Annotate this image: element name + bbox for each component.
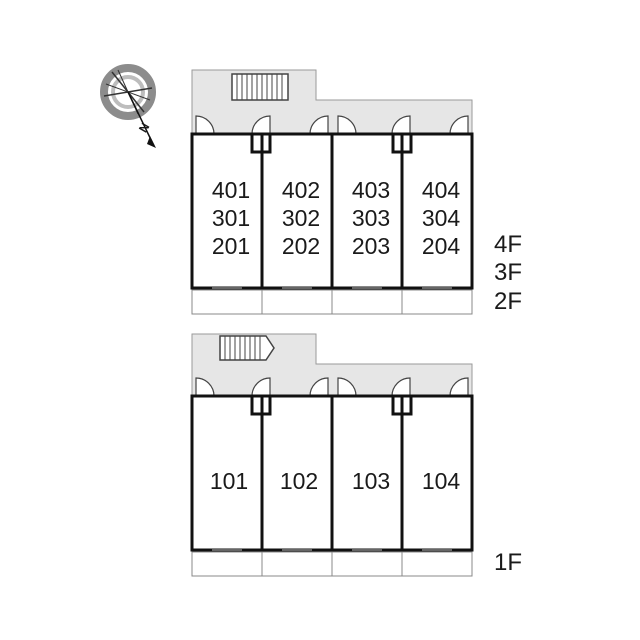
unit-label: 203 [352, 233, 390, 259]
unit-label: 202 [282, 233, 320, 259]
unit-label: 103 [352, 468, 390, 494]
unit-label: 403 [352, 177, 390, 203]
unit-label: 303 [352, 205, 390, 231]
balconies [191, 551, 473, 577]
stair-icon [219, 335, 275, 361]
upper-floor-labels: 4F 3F 2F [494, 231, 522, 315]
unit-label: 104 [422, 468, 461, 494]
door-swings [195, 115, 469, 135]
floor-label: 1F [494, 549, 522, 576]
floor-label: 3F [494, 259, 522, 286]
unit-label: 101 [210, 468, 248, 494]
unit-walls [190, 132, 474, 290]
floor-label: 4F [494, 231, 522, 258]
lower-block: 101 102 103 104 1F [190, 333, 522, 577]
unit-label: 201 [212, 233, 250, 259]
upper-block: 401 301 201 402 302 202 403 303 203 404 … [190, 69, 522, 315]
upper-unit-labels: 401 301 201 402 302 202 403 303 203 404 … [212, 177, 461, 259]
compass-north-label: N [136, 120, 152, 135]
compass-icon: N [100, 64, 156, 148]
unit-label: 302 [282, 205, 320, 231]
unit-label: 402 [282, 177, 320, 203]
unit-label: 102 [280, 468, 318, 494]
unit-label: 404 [422, 177, 461, 203]
unit-label: 304 [422, 205, 461, 231]
unit-label: 204 [422, 233, 461, 259]
unit-label: 301 [212, 205, 250, 231]
unit-label: 401 [212, 177, 250, 203]
unit-walls [190, 394, 474, 552]
stair-icon [231, 73, 289, 101]
balconies [191, 289, 473, 315]
lower-unit-labels: 101 102 103 104 [210, 468, 461, 494]
floor-label: 2F [494, 288, 522, 315]
door-swings [195, 377, 469, 397]
